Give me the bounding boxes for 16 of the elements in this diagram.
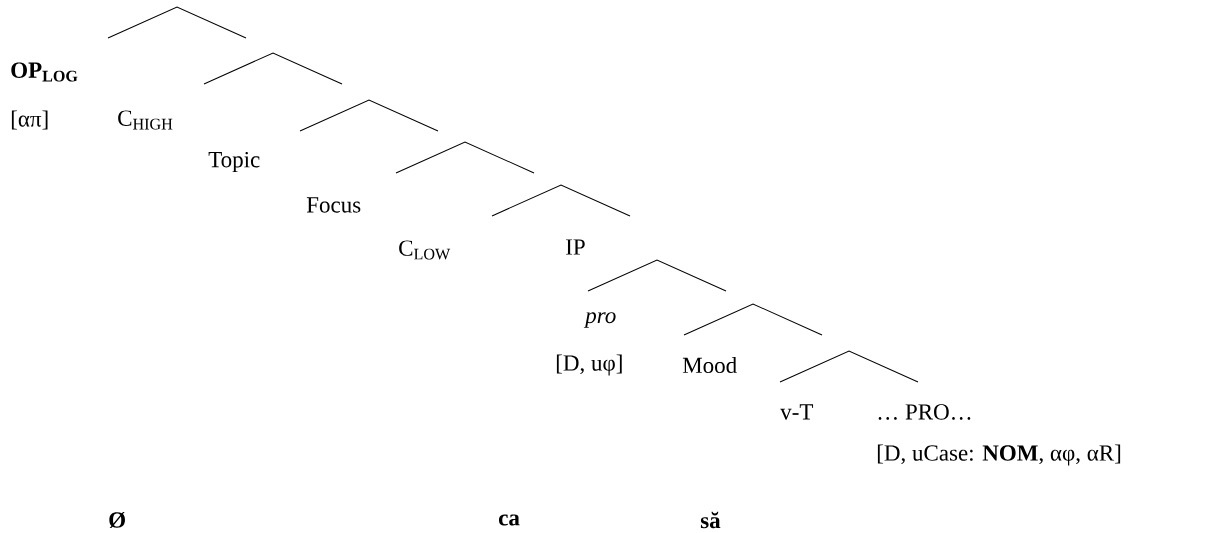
tree-label: pro bbox=[583, 312, 616, 328]
tree-label: [D, uCase: NOM, αφ, αR] bbox=[877, 444, 1121, 466]
tree-label: ca bbox=[499, 514, 520, 526]
tree-label: Mood bbox=[682, 356, 737, 374]
tree-label: IP bbox=[566, 239, 585, 255]
tree-label: OP$_{LOG}$ bbox=[11, 62, 78, 82]
tree-label: C$_{LOW}$ bbox=[399, 240, 451, 260]
tree-label: să bbox=[700, 511, 721, 529]
tree-label: v-T bbox=[780, 404, 814, 420]
tree-label: Topic bbox=[208, 151, 260, 173]
tree-label: C$_{HIGH}$ bbox=[118, 110, 173, 130]
tree-label: Ø bbox=[109, 511, 125, 529]
tree-label: [απ] bbox=[11, 110, 48, 130]
tree-label: Focus bbox=[306, 197, 361, 213]
tree-label: [D, uφ] bbox=[556, 354, 622, 376]
tree-label: … PRO… bbox=[878, 404, 971, 420]
